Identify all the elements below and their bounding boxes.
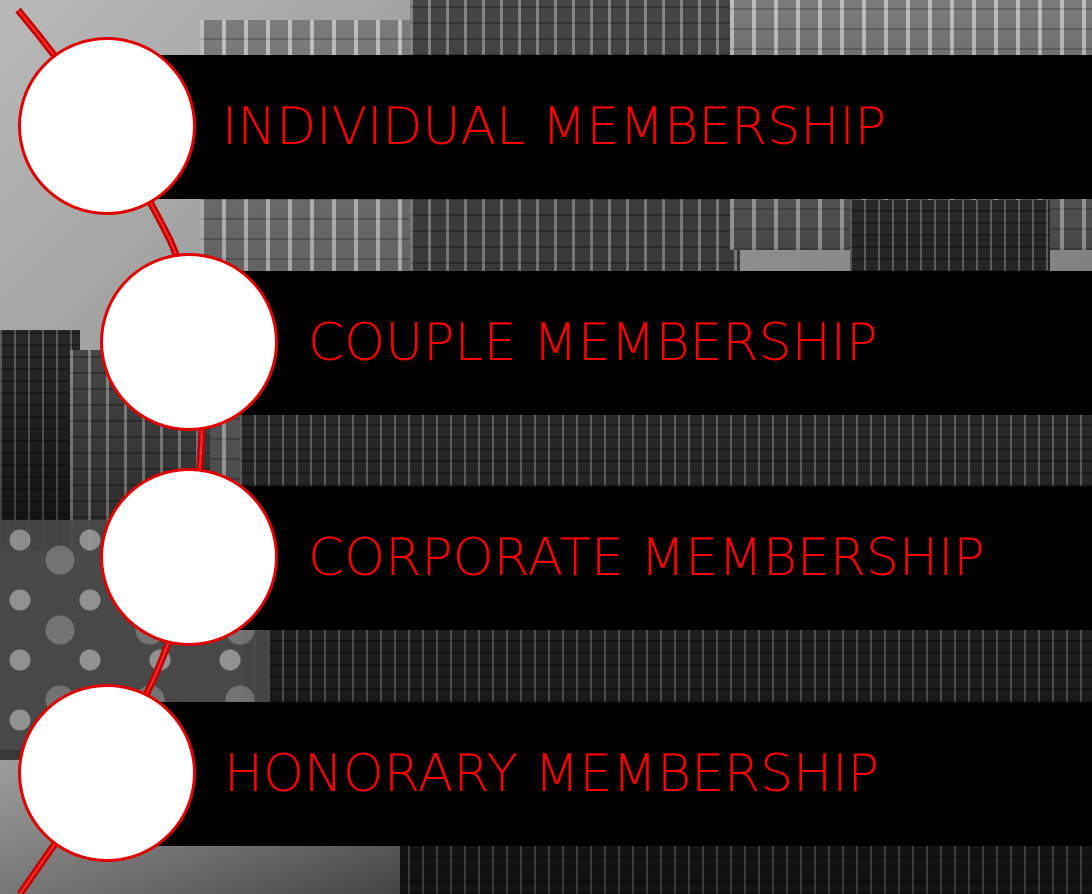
membership-circle-corporate	[100, 468, 278, 646]
membership-label-individual: INDIVIDUAL MEMBERSHIP	[222, 97, 887, 157]
membership-circle-honorary	[18, 684, 196, 862]
membership-label-couple: COUPLE MEMBERSHIP	[308, 313, 878, 373]
membership-label-corporate: CORPORATE MEMBERSHIP	[308, 528, 985, 588]
background-tower	[0, 330, 80, 550]
membership-circle-couple	[100, 253, 278, 431]
membership-band-individual[interactable]: INDIVIDUAL MEMBERSHIP	[112, 55, 1092, 199]
membership-circle-individual	[18, 37, 196, 215]
membership-band-corporate[interactable]: CORPORATE MEMBERSHIP	[190, 486, 1092, 630]
membership-band-honorary[interactable]: HONORARY MEMBERSHIP	[112, 702, 1092, 846]
membership-label-honorary: HONORARY MEMBERSHIP	[224, 744, 879, 804]
membership-band-couple[interactable]: COUPLE MEMBERSHIP	[190, 271, 1092, 415]
